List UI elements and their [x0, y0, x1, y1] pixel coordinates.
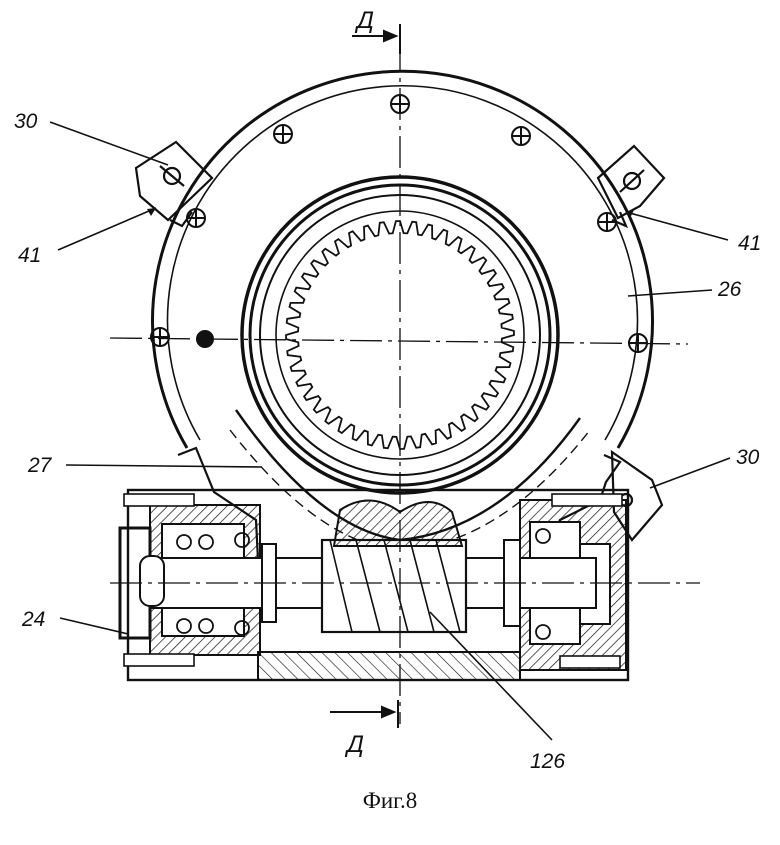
- bolt: [597, 212, 617, 232]
- centre-lines: [109, 40, 700, 724]
- worm-body: [320, 499, 468, 634]
- figure-caption: Фиг.8: [362, 788, 418, 813]
- bracket-right: [596, 144, 666, 229]
- bearing-balls-left: [176, 532, 250, 636]
- flange-bolts: [123, 493, 623, 669]
- bracket-left: [134, 140, 214, 228]
- internal-gear-teeth: [285, 220, 515, 450]
- housing-cover-outline: [151, 69, 654, 449]
- bolt: [150, 327, 170, 347]
- shaft-end-left: [139, 555, 165, 607]
- section-letter-top: Д: [354, 7, 374, 34]
- label-bracket-right: 30: [736, 446, 760, 469]
- leader-lines: [49, 121, 731, 741]
- bearing-balls-right: [535, 528, 551, 640]
- label-bracket-top: 30: [14, 110, 38, 133]
- label-bearing-assembly: 24: [21, 608, 45, 631]
- bolt: [511, 126, 531, 146]
- label-housing: 27: [27, 454, 53, 477]
- bottom-flange: [257, 651, 521, 681]
- bolt: [273, 124, 293, 144]
- label-worm: 126: [530, 750, 565, 773]
- cover-bolts: [150, 94, 648, 353]
- bolt: [186, 208, 206, 228]
- section-mark-bottom: [330, 700, 399, 728]
- section-letter-bottom: Д: [344, 731, 364, 758]
- housing-cover-inner-line: [166, 84, 639, 441]
- section-mark-top: [352, 24, 401, 54]
- label-lug-left: 41: [18, 244, 41, 267]
- label-housing-cover: 26: [717, 278, 742, 301]
- label-lug-right: 41: [738, 232, 761, 255]
